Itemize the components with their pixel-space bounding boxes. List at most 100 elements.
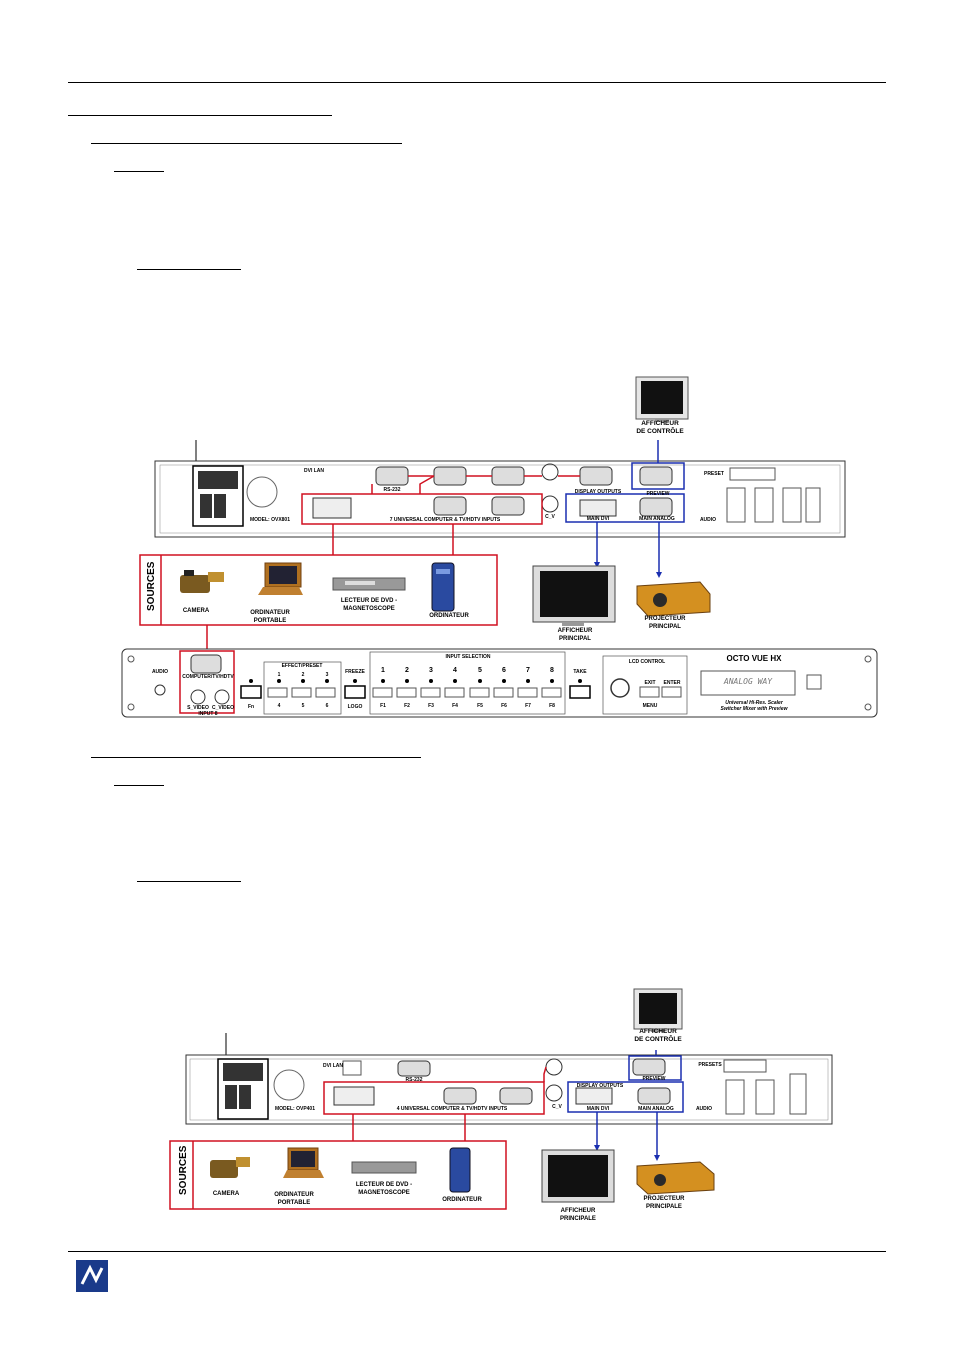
main-display-icon-2 xyxy=(541,1149,615,1203)
input-num-3: 3 xyxy=(429,667,433,674)
cv-label: C_V xyxy=(545,514,555,520)
ep-num-2: 2 xyxy=(301,672,305,678)
dvd-label: LECTEUR DE DVD - MAGNETOSCOPE xyxy=(340,598,398,612)
front-panel-octo-vue-hx xyxy=(121,648,878,718)
fn-label: Fn xyxy=(247,704,255,710)
dvd-label-2: LECTEUR DE DVD - MAGNETOSCOPE xyxy=(355,1182,413,1196)
section-heading-rule xyxy=(68,115,332,116)
display-outputs-label-2: DISPLAY OUTPUTS xyxy=(576,1083,624,1089)
input-num-5: 5 xyxy=(478,667,482,674)
menu-label: MENU xyxy=(642,703,658,709)
audio-label: AUDIO xyxy=(699,517,717,523)
control-monitor-icon xyxy=(635,376,689,422)
input-f2: F2 xyxy=(404,703,410,709)
input-f4: F4 xyxy=(452,703,458,709)
subheading-rule xyxy=(114,785,164,786)
laptop-label-2: ORDINATEUR PORTABLE xyxy=(274,1192,314,1206)
computer-tv-label: COMPUTER/TV/HDTV xyxy=(182,674,234,680)
footer-rule xyxy=(68,1251,886,1252)
camera-label-2: CAMERA xyxy=(212,1191,240,1197)
preset-label-2: PRESETS xyxy=(698,1062,722,1068)
sources-title: SOURCES xyxy=(146,561,157,611)
lcd-control-label: LCD CONTROL xyxy=(628,659,666,665)
ep-num-3: 3 xyxy=(325,672,329,678)
ep-bottom-6: 6 xyxy=(325,703,329,709)
input8-label: INPUT 8 xyxy=(198,711,218,717)
input-f6: F6 xyxy=(501,703,507,709)
camera-label: CAMERA xyxy=(182,608,210,614)
rs232-label: RS-232 xyxy=(383,487,401,493)
model-label-2: MODEL: OVP401 xyxy=(274,1106,315,1112)
logo-label: LOGO xyxy=(347,704,363,710)
rear-panel-ovx801 xyxy=(154,460,846,538)
company-logo-icon xyxy=(76,1260,108,1292)
input-num-1: 1 xyxy=(381,667,385,674)
inputs-label: 7 UNIVERSAL COMPUTER & TV/HDTV INPUTS xyxy=(389,517,501,523)
cvideo-label: C_VIDEO xyxy=(212,705,234,711)
projector-icon-2 xyxy=(636,1161,715,1195)
brand-label: OCTO VUE HX xyxy=(726,654,782,663)
input-f7: F7 xyxy=(525,703,531,709)
input-f3: F3 xyxy=(428,703,434,709)
control-monitor-label-2: AFFICHEUR DE CONTRÔLE xyxy=(634,1028,682,1043)
projector-label-2: PROJECTEUR PRINCIPALE xyxy=(643,1196,685,1210)
input-f1: F1 xyxy=(380,703,386,709)
preview-label: PREVIEW xyxy=(646,491,670,497)
freeze-label: FREEZE xyxy=(345,669,365,675)
input-f5: F5 xyxy=(477,703,483,709)
effect-preset-buttons xyxy=(267,679,336,698)
camera-icon xyxy=(180,570,224,593)
sources-title-2: SOURCES xyxy=(178,1145,189,1195)
front-audio-label: AUDIO xyxy=(151,669,169,675)
preview-label-2: PREVIEW xyxy=(642,1076,666,1082)
dvi-lan-label-2: DVI LAN xyxy=(323,1063,343,1069)
inputs-label-2: 4 UNIVERSAL COMPUTER & TV/HDTV INPUTS xyxy=(396,1106,508,1112)
header-rule xyxy=(68,82,886,83)
dvd-player-icon xyxy=(332,577,406,591)
desktop-computer-icon-2 xyxy=(449,1147,471,1193)
audio-label-2: AUDIO xyxy=(695,1106,713,1112)
rs232-label-2: RS-232 xyxy=(405,1077,423,1083)
input-selection-label: INPUT SELECTION xyxy=(445,654,491,660)
preset-label: PRESET xyxy=(703,471,724,477)
input-selection-buttons xyxy=(372,679,562,698)
ep-bottom-5: 5 xyxy=(301,703,305,709)
main-dvi-label: MAIN DVI xyxy=(586,516,610,522)
ep-num-1: 1 xyxy=(277,672,281,678)
camera-icon-2 xyxy=(210,1157,250,1178)
subheading-rule xyxy=(137,881,241,882)
model-label: MODEL: OVX801 xyxy=(249,517,290,523)
laptop-icon-2 xyxy=(283,1147,324,1178)
rear-panel-ovp401 xyxy=(185,1054,833,1125)
main-display-label: AFFICHEUR PRINCIPAL xyxy=(557,628,593,642)
take-label: TAKE xyxy=(573,669,587,675)
cv-label-2: C_V xyxy=(552,1104,562,1110)
effect-preset-label: EFFECT/PRESET xyxy=(281,663,323,669)
display-outputs-label: DISPLAY OUTPUTS xyxy=(574,489,622,495)
enter-label: ENTER xyxy=(663,680,681,686)
subheading-rule xyxy=(137,269,241,270)
dvd-player-icon-2 xyxy=(351,1161,417,1174)
desktop-label-2: ORDINATEUR xyxy=(442,1197,482,1203)
subsection-heading-rule xyxy=(91,757,421,758)
input-num-4: 4 xyxy=(453,667,457,674)
desktop-computer-icon xyxy=(431,562,455,612)
control-monitor-label: AFFICHEUR DE CONTRÔLE xyxy=(636,420,684,435)
desktop-label: ORDINATEUR xyxy=(429,613,469,619)
main-dvi-label-2: MAIN DVI xyxy=(586,1106,610,1112)
tagline-1: Universal Hi-Res. Scaler xyxy=(725,700,783,706)
exit-label: EXIT xyxy=(644,680,656,686)
input-num-2: 2 xyxy=(405,667,409,674)
subheading-rule xyxy=(114,171,164,172)
projector-label: PROJECTEUR PRINCIPAL xyxy=(644,616,686,630)
main-analog-label-2: MAIN ANALOG xyxy=(638,1106,674,1112)
main-display-label-2: AFFICHEUR PRINCIPALE xyxy=(560,1208,596,1222)
input-num-6: 6 xyxy=(502,667,506,674)
laptop-icon xyxy=(258,562,303,595)
lcd-display-text: ANALOG WAY xyxy=(723,677,773,686)
ep-bottom-4: 4 xyxy=(277,703,281,709)
laptop-label: ORDINATEUR PORTABLE xyxy=(250,610,290,624)
subsection-heading-rule xyxy=(91,143,402,144)
control-monitor-icon-2 xyxy=(633,988,683,1032)
